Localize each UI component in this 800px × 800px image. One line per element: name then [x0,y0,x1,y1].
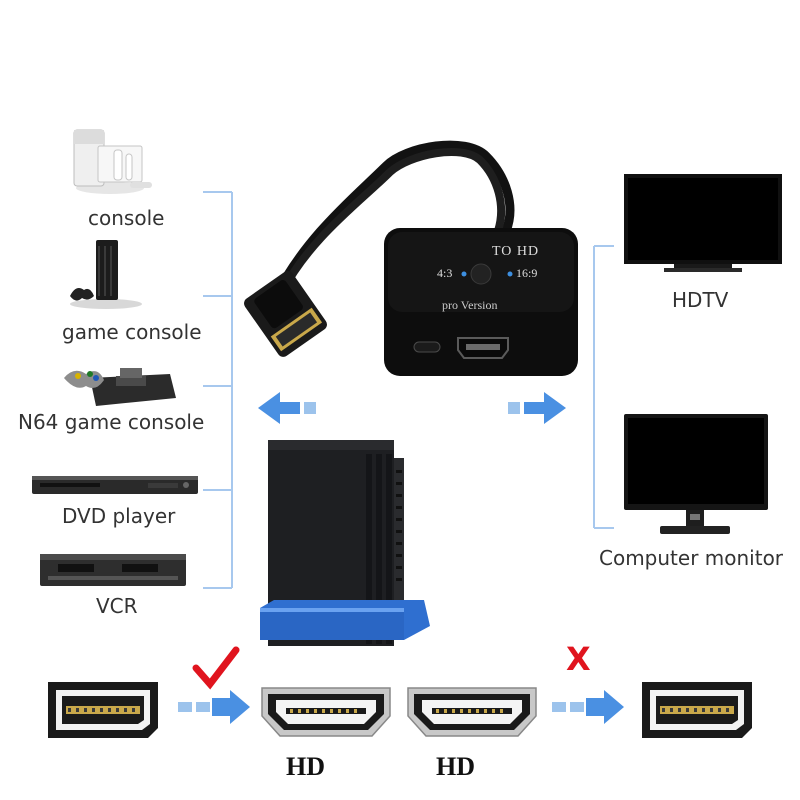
output-label-monitor: Computer monitor [599,546,784,570]
adapter-ratio-left: 4:3 [437,266,453,280]
source-label-vcr: VCR [96,594,138,618]
wii-console-icon [70,120,156,196]
output-label-hdtv: HDTV [672,288,729,312]
connector-label-right: HD [436,752,475,781]
source-label-console: console [88,206,165,230]
source-label-game-console: game console [62,320,202,344]
adapter-version: pro Version [442,298,498,312]
arrow-left-icon [258,392,316,424]
arrow-bottom-left-icon [178,690,250,724]
adapter-title: TO HD [492,244,540,259]
ps2-console-icon [66,238,146,310]
arrow-right-icon [508,392,566,424]
right-bracket [593,245,614,529]
adapter-device: TO HD 4:3 16:9 pro Version [236,126,586,376]
hdmi-port-right-icon [406,686,538,738]
invalid-x-mark: X [566,640,591,678]
connector-label-left: HD [286,752,325,781]
left-bracket [203,191,233,589]
arrow-bottom-right-icon [552,690,624,724]
ps2-vertical-console [254,430,444,660]
computer-monitor-icon [624,414,768,538]
n64-console-icon [60,358,178,412]
hdmi-port-left-icon [260,686,392,738]
displayport-right-icon [638,678,756,742]
dvd-player-icon [30,474,200,496]
source-label-dvd: DVD player [62,504,176,528]
displayport-left-icon [44,678,162,742]
source-label-n64: N64 game console [18,410,205,434]
adapter-ratio-right: 16:9 [516,266,538,280]
check-mark-icon [192,646,240,690]
vcr-icon [38,552,188,588]
hdtv-icon [624,174,782,274]
